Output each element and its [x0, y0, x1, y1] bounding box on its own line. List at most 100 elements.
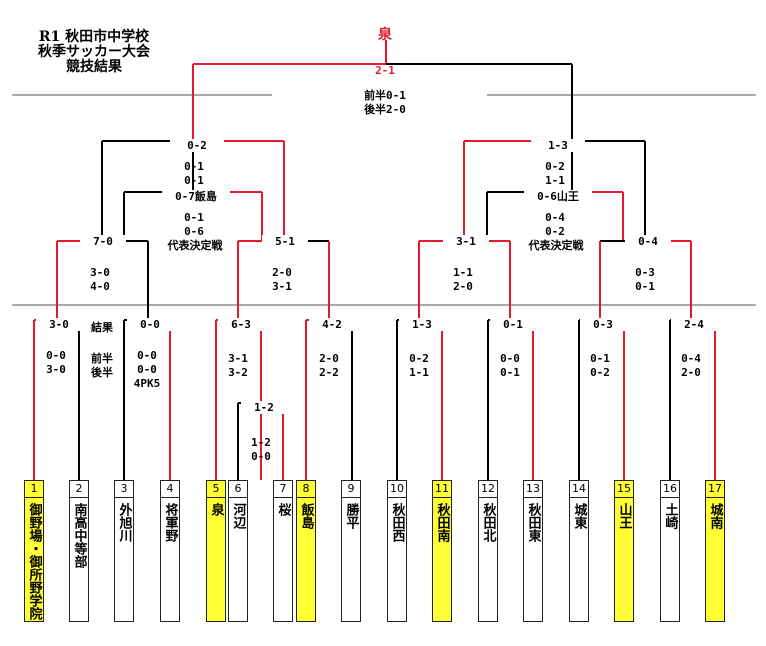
r1-m6-half1: 0-0: [500, 352, 520, 365]
r1-m7-half2: 0-2: [590, 366, 610, 379]
team-name: 秋田南: [434, 503, 450, 542]
r1-m2-score: 0-0: [127, 318, 173, 331]
legend-result: 結果: [91, 321, 113, 334]
team-name: 城南: [707, 503, 723, 529]
final-half2: 後半2-0: [364, 103, 406, 116]
team-number: 9: [342, 481, 360, 498]
right-rep-score: 0-6山王: [524, 190, 592, 203]
team-number: 1: [25, 481, 43, 498]
final-score: 2-1: [375, 64, 395, 77]
team-name: 泉: [208, 503, 224, 516]
team-box: 1 御野場・御所野学院: [24, 480, 44, 622]
team-number: 7: [274, 481, 292, 498]
team-box: 15 山王: [614, 480, 634, 622]
qf2-score: 5-1: [262, 235, 308, 248]
qf4-half1: 0-3: [635, 266, 655, 279]
team-name: 南高中等部: [71, 503, 87, 568]
r1-m1-half2: 3-0: [46, 363, 66, 376]
qf1-half2: 4-0: [90, 280, 110, 293]
team-box: 4 将軍野: [160, 480, 180, 622]
legend-first-half: 前半: [91, 352, 113, 365]
r1-m4-score: 4-2: [309, 318, 355, 331]
qf3-score: 3-1: [443, 235, 489, 248]
team-name: 飯島: [298, 503, 314, 529]
r1-m5-half2: 1-1: [409, 366, 429, 379]
team-number: 14: [570, 481, 588, 498]
tournament-title-line3: 競技結果: [66, 59, 122, 75]
team-name: 御野場・御所野学院: [26, 503, 42, 620]
right-rep-half1: 0-4: [545, 211, 565, 224]
r1-m3-half2: 3-2: [228, 366, 248, 379]
qf1-half1: 3-0: [90, 266, 110, 279]
team-number: 17: [706, 481, 724, 498]
r1-pre-half2: 0-0: [251, 450, 271, 463]
team-name: 城東: [571, 503, 587, 529]
left-rep-note: 代表決定戦: [167, 239, 223, 252]
team-number: 2: [70, 481, 88, 498]
qf1-score: 7-0: [80, 235, 126, 248]
r1-pre-half1: 1-2: [251, 436, 271, 449]
team-box: 11 秋田南: [432, 480, 452, 622]
team-name: 勝平: [343, 503, 359, 529]
team-number: 16: [661, 481, 679, 498]
r1-m2-half2: 0-0: [137, 363, 157, 376]
champion-label: 泉: [378, 27, 392, 43]
left-semi-score: 0-2: [170, 139, 224, 152]
r1-m7-score: 0-3: [580, 318, 626, 331]
r1-m4-half2: 2-2: [319, 366, 339, 379]
team-box: 6 河辺: [228, 480, 248, 622]
team-name: 秋田西: [389, 503, 405, 542]
team-number: 10: [388, 481, 406, 498]
team-box: 8 飯島: [296, 480, 316, 622]
r1-m2-pk: 4PK5: [133, 377, 161, 390]
team-number: 3: [115, 481, 133, 498]
left-rep-score: 0-7飯島: [162, 190, 230, 203]
right-rep-note: 代表決定戦: [528, 239, 584, 252]
right-semi-score: 1-3: [531, 139, 585, 152]
legend-second-half: 後半: [91, 366, 113, 379]
right-semi-half1: 0-2: [545, 160, 565, 173]
team-name: 将軍野: [162, 503, 178, 542]
qf4-score: 0-4: [625, 235, 671, 248]
team-number: 6: [229, 481, 247, 498]
final-half1: 前半0-1: [364, 89, 406, 102]
team-number: 8: [297, 481, 315, 498]
r1-m8-half1: 0-4: [681, 352, 701, 365]
team-number: 13: [524, 481, 542, 498]
right-rep-half2: 0-2: [545, 225, 565, 238]
team-box: 17 城南: [705, 480, 725, 622]
r1-m3-half1: 3-1: [228, 352, 248, 365]
r1-m8-score: 2-4: [671, 318, 717, 331]
qf3-half2: 2-0: [453, 280, 473, 293]
team-box: 14 城東: [569, 480, 589, 622]
r1-m5-half1: 0-2: [409, 352, 429, 365]
r1-m2-half1: 0-0: [137, 349, 157, 362]
qf3-half1: 1-1: [453, 266, 473, 279]
team-name: 山王: [616, 503, 632, 529]
left-rep-half2: 0-6: [184, 225, 204, 238]
right-semi-half2: 1-1: [545, 174, 565, 187]
left-rep-half1: 0-1: [184, 211, 204, 224]
r1-m8-half2: 2-0: [681, 366, 701, 379]
team-number: 4: [161, 481, 179, 498]
team-number: 15: [615, 481, 633, 498]
team-box: 10 秋田西: [387, 480, 407, 622]
left-semi-half1: 0-1: [184, 160, 204, 173]
team-number: 5: [207, 481, 225, 498]
team-box: 9 勝平: [341, 480, 361, 622]
team-number: 11: [433, 481, 451, 498]
qf2-half2: 3-1: [272, 280, 292, 293]
qf4-half2: 0-1: [635, 280, 655, 293]
r1-m6-half2: 0-1: [500, 366, 520, 379]
r1-m1-half1: 0-0: [46, 349, 66, 362]
qf2-half1: 2-0: [272, 266, 292, 279]
r1-m6-score: 0-1: [490, 318, 536, 331]
r1-m1-score: 3-0: [36, 318, 82, 331]
team-name: 河辺: [230, 503, 246, 529]
tournament-title-line2: 秋季サッカー大会: [38, 44, 150, 60]
